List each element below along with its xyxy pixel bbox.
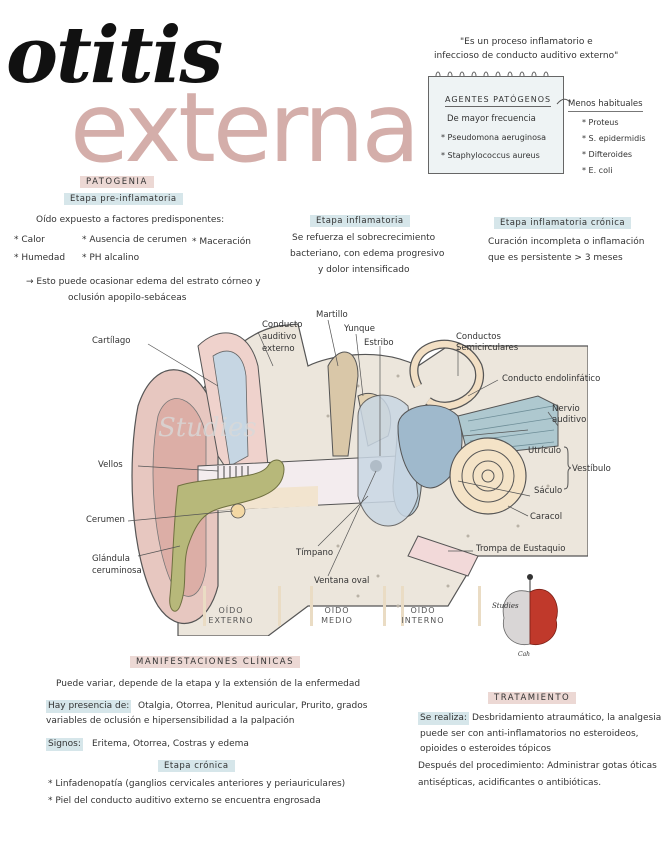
definition-line-1: "Es un proceso inflamatorio e: [460, 37, 593, 47]
treatment-line-4: Después del procedimiento: Administrar g…: [418, 761, 657, 771]
title-externa: externa: [70, 72, 420, 184]
label-nervio-2: auditivo: [552, 415, 587, 425]
label-conducto-3: externo: [262, 344, 295, 354]
clinical-header: MANIFESTACIONES CLÍNICAS: [130, 656, 301, 668]
brain-heart-logo: Studies Cah: [492, 574, 558, 658]
zone-label: OÍDO: [218, 606, 244, 615]
label-vestibulo: Vestíbulo: [572, 464, 611, 474]
title-otitis: otitis: [6, 10, 223, 101]
label-cartilago: Cartílago: [92, 336, 131, 346]
clinical-intro: Puede variar, depende de la etapa y la e…: [56, 679, 361, 689]
label-eustaquio: Trompa de Eustaquio: [476, 544, 566, 554]
treatment-label: Se realiza:: [418, 712, 469, 725]
less-common-item: * S. epidermidis: [582, 134, 646, 143]
zone-label: EXTERNO: [208, 616, 254, 625]
label-cerumen: Cerumen: [86, 515, 125, 525]
zone-label: OÍDO: [410, 606, 436, 615]
factor-item: * Humedad: [14, 253, 66, 263]
less-common-item: * Proteus: [582, 118, 619, 127]
pathogen-item: * Pseudomona aeruginosa: [441, 133, 547, 142]
factor-item: * Maceración: [192, 237, 252, 247]
label-estribo: Estribo: [364, 338, 394, 348]
pathogens-subtitle: De mayor frecuencia: [447, 114, 536, 124]
pathogens-header: AGENTES PATÓGENOS: [445, 93, 552, 107]
label-yunque: Yunque: [344, 324, 376, 334]
stage1-intro: Oído expuesto a factores predisponentes:: [36, 215, 225, 225]
less-common-header: Menos habituales: [568, 98, 643, 112]
zone-inner-ear: OÍDO INTERNO: [398, 606, 448, 626]
label-martillo: Martillo: [316, 310, 348, 320]
zone-label: MEDIO: [321, 616, 353, 625]
stage2-line-3: y dolor intensificado: [318, 265, 410, 275]
chronic-item: * Linfadenopatía (ganglios cervicales an…: [48, 779, 346, 789]
label-glandula-1: Glándula: [92, 554, 130, 564]
pathogenesis-header: PATOGENIA: [80, 176, 154, 188]
logo-left-text: Studies: [492, 602, 519, 610]
pathogen-item: * Staphylococcus aureus: [441, 151, 540, 160]
stage2-line-1: Se refuerza el sobrecrecimiento: [292, 233, 436, 243]
label-ventana-oval: Ventana oval: [314, 576, 370, 586]
treatment-line-1: Desbridamiento atraumático, la analgesia: [472, 713, 662, 723]
presence-text: Otalgia, Otorrea, Plenitud auricular, Pr…: [138, 701, 368, 711]
stage2-line-2: bacteriano, con edema progresivo: [290, 249, 445, 259]
less-common-item: * E. coli: [582, 166, 613, 175]
factor-item: * Calor: [14, 235, 45, 245]
treatment-header: TRATAMIENTO: [488, 692, 577, 704]
presence-label: Hay presencia de:: [46, 700, 132, 713]
stage3-line-1: Curación incompleta o inflamación: [488, 237, 645, 247]
stage3-label: Etapa inflamatoria crónica: [494, 217, 632, 229]
stage3-line-2: que es persistente > 3 meses: [488, 253, 623, 263]
ear-anatomy-diagram: Studies: [127, 319, 588, 636]
signs-text: Eritema, Otorrea, Costras y edema: [92, 739, 249, 749]
arrow-icon: [556, 98, 571, 105]
label-utriculo: Utrículo: [528, 446, 562, 456]
definition-line-2: infeccioso de conducto auditivo externo": [434, 51, 619, 61]
zone-label: INTERNO: [401, 616, 445, 625]
logo-right-text: Cah: [518, 651, 530, 658]
label-vellos: Vellos: [98, 460, 123, 470]
presence-text-2: variables de oclusión e hipersensibilida…: [46, 716, 295, 726]
label-conducto-2: auditivo: [262, 332, 297, 342]
stage2-label: Etapa inflamatoria: [310, 215, 410, 227]
stage1-note-1: → Esto puede ocasionar edema del estrato…: [26, 277, 261, 287]
label-nervio-1: Nervio: [552, 404, 580, 414]
treatment-line-5: antisépticas, acidificantes o antibiótic…: [418, 778, 602, 788]
brace-icon: [563, 446, 572, 490]
label-conductos-1: Conductos: [456, 332, 501, 342]
stage1-note-2: oclusión apopilo-sebáceas: [68, 293, 187, 303]
label-saculo: Sáculo: [534, 486, 563, 496]
pathogens-card: AGENTES PATÓGENOS De mayor frecuencia * …: [428, 76, 564, 174]
factor-item: * PH alcalino: [82, 253, 140, 263]
watermark-text: Studies: [158, 413, 257, 443]
zone-middle-ear: OÍDO MEDIO: [312, 606, 362, 626]
zone-outer-ear: OÍDO EXTERNO: [206, 606, 256, 626]
label-glandula-2: ceruminosa: [92, 566, 142, 576]
chronic-item: * Piel del conducto auditivo externo se …: [48, 796, 321, 806]
factor-item: * Ausencia de cerumen: [82, 235, 187, 245]
label-conducto-1: Conducto: [262, 320, 303, 330]
label-timpano: Tímpano: [296, 548, 334, 558]
treatment-line-2: puede ser con anti-inflamatorios no este…: [420, 729, 639, 739]
label-caracol: Caracol: [530, 512, 563, 522]
stage1-label: Etapa pre-inflamatoria: [64, 193, 183, 205]
treatment-line-3: opioides o esteroides tópicos: [420, 744, 551, 754]
label-endolinfatico: Conducto endolinfático: [502, 374, 601, 384]
chronic-label: Etapa crónica: [158, 760, 235, 772]
zone-label: OÍDO: [324, 606, 350, 615]
label-conductos-2: Semicirculares: [456, 343, 519, 353]
signs-label: Signos:: [46, 738, 83, 751]
less-common-item: * Difteroides: [582, 150, 633, 159]
